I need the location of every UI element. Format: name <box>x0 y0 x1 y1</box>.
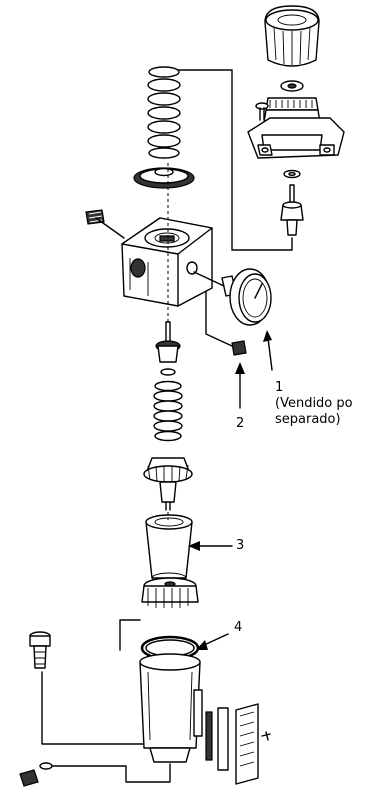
callout-3-number: 3 <box>236 538 245 553</box>
bonnet <box>247 80 345 179</box>
callout-arrows <box>188 330 273 650</box>
callout-4-number: 4 <box>234 620 243 635</box>
diaphragm <box>133 167 195 189</box>
regulator-body <box>121 217 213 307</box>
adjustment-knob <box>264 5 320 67</box>
sight-gauge-parts <box>205 703 271 785</box>
callout-1-number: 1 <box>275 380 284 395</box>
valve-stem <box>280 184 304 236</box>
pressure-gauge <box>221 268 272 326</box>
valve-spring <box>153 380 183 442</box>
deflector <box>143 457 193 511</box>
drain-key <box>19 762 53 787</box>
filter-bowl <box>139 653 203 763</box>
regulator-spring <box>147 66 181 159</box>
baffle <box>141 577 199 608</box>
callout-1-note-line1: (Vendido po <box>275 396 353 411</box>
filter-element <box>145 514 193 584</box>
drain-valve <box>29 631 51 669</box>
assembly-lines <box>41 69 293 783</box>
gauge-port-plug <box>231 340 247 356</box>
callout-2-number: 2 <box>236 416 245 431</box>
valve-assembly <box>155 321 181 376</box>
callout-1-note-line2: separado) <box>275 412 341 427</box>
